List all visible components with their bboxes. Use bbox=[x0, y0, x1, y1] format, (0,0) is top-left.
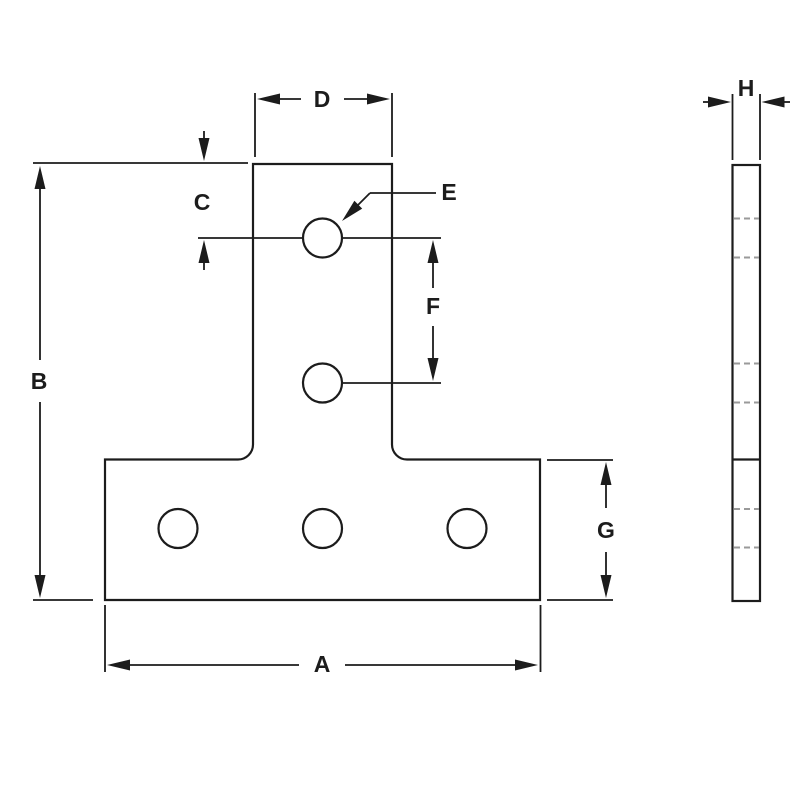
arrowhead-up bbox=[34, 166, 46, 189]
dim-label-e: E bbox=[441, 179, 456, 205]
hole-base-right bbox=[446, 507, 488, 550]
dimension-b: B bbox=[31, 162, 248, 601]
arrowhead-down bbox=[198, 138, 210, 161]
dim-label-f: F bbox=[426, 293, 440, 319]
arrowhead-up bbox=[427, 240, 439, 263]
dim-label-g: G bbox=[597, 517, 615, 543]
dimension-d: D bbox=[254, 86, 393, 157]
arrowhead-down bbox=[427, 358, 439, 381]
arrowhead-left bbox=[107, 659, 130, 671]
hole-base-center bbox=[301, 507, 344, 550]
side-view-outline bbox=[731, 163, 762, 603]
hole-stem-top bbox=[301, 217, 344, 259]
dim-label-b: B bbox=[31, 368, 48, 394]
dimension-h: H bbox=[703, 75, 790, 160]
leader-e: E bbox=[342, 179, 457, 221]
dim-label-d: D bbox=[314, 86, 331, 112]
dimension-a: A bbox=[104, 605, 542, 677]
dim-label-a: A bbox=[314, 651, 331, 677]
arrowhead-left bbox=[257, 93, 280, 105]
arrowhead-right bbox=[367, 93, 390, 105]
arrowhead-to-hole bbox=[342, 200, 363, 221]
arrowhead-up bbox=[600, 462, 612, 485]
arrowhead-right-pointing bbox=[708, 96, 731, 108]
arrowhead-up bbox=[198, 240, 210, 263]
arrowhead-right bbox=[515, 659, 538, 671]
plate-outline bbox=[103, 162, 542, 602]
dimension-f: F bbox=[426, 240, 440, 381]
hole-stem-mid bbox=[301, 362, 344, 404]
dimension-g: G bbox=[547, 459, 615, 601]
hole-base-left bbox=[157, 507, 199, 550]
dim-label-c: C bbox=[194, 189, 211, 215]
arrowhead-down bbox=[600, 575, 612, 598]
dim-label-h: H bbox=[738, 75, 755, 101]
dimension-c: C bbox=[194, 131, 211, 270]
front-view bbox=[103, 162, 542, 602]
arrowhead-down bbox=[34, 575, 46, 598]
arrowhead-left-pointing bbox=[761, 96, 785, 108]
side-view bbox=[731, 163, 762, 603]
